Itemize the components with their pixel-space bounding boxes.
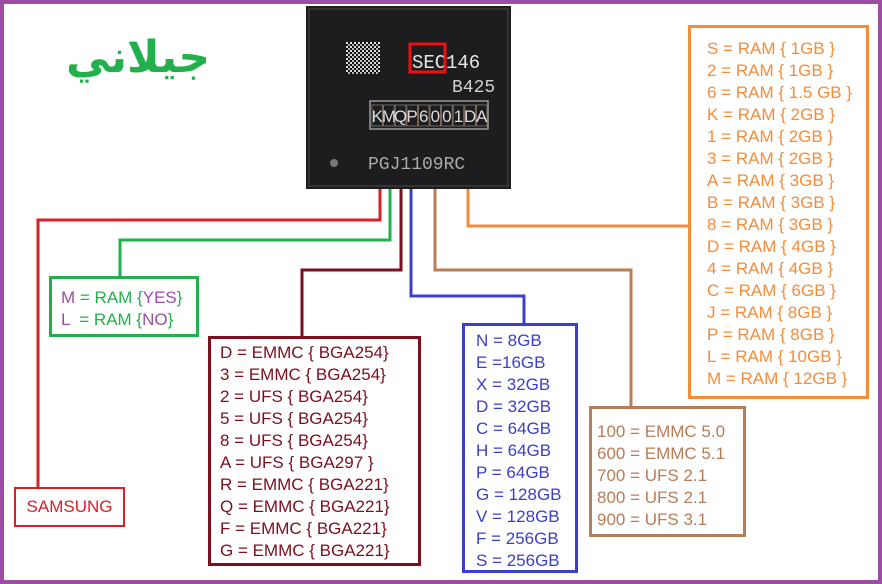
capacity-row: N = 8GB (476, 331, 542, 350)
interface-row: Q = EMMC { BGA221} (220, 497, 390, 516)
part-number-char: 0 (431, 107, 440, 126)
standard-row: 900 = UFS 3.1 (597, 510, 708, 529)
pin1-dot (330, 159, 338, 167)
capacity-row: C = 64GB (476, 419, 552, 438)
ram-size-row: 6 = RAM { 1.5 GB } (707, 83, 853, 102)
standard-row: 800 = UFS 2.1 (597, 488, 708, 507)
logo-text: جيلاني (66, 32, 211, 83)
standard-box: 100 = EMMC 5.0 600 = EMMC 5.1 700 = UFS 2.… (589, 406, 746, 537)
ram-flag-row: M = RAM {YES} (61, 287, 196, 309)
capacity-box: N = 8GB E =16GB X = 32GB D = 32GB C = 64GB H … (462, 323, 578, 573)
ram-size-row: 2 = RAM { 1GB } (707, 61, 834, 80)
ram-size-row: B = RAM { 3GB } (707, 193, 836, 212)
samsung-label: SAMSUNG (26, 497, 113, 516)
ram-flag-eq: = RAM { (69, 310, 143, 329)
ram-size-row: P = RAM { 8GB } (707, 325, 835, 344)
samsung-box: SAMSUNG (14, 487, 125, 527)
part-number-char: 0 (442, 107, 451, 126)
ram-flag-code: L (61, 310, 70, 329)
part-number-cell (429, 104, 442, 127)
ram-flag-close: } (176, 288, 183, 307)
capacity-row: V = 128GB (476, 507, 560, 526)
capacity-row: G = 128GB (476, 485, 562, 504)
part-number-cell (418, 104, 430, 127)
capacity-row: S = 256GB (476, 551, 560, 570)
part-number-char: K (372, 107, 384, 126)
ram-size-row: J = RAM { 8GB } (707, 303, 833, 322)
ram-flag-eq: = RAM { (75, 288, 143, 307)
standard-row: 600 = EMMC 5.1 (597, 444, 726, 463)
ram-flag-close: } (167, 310, 174, 329)
part-number-char: M (382, 107, 396, 126)
interface-row: 3 = EMMC { BGA254} (220, 365, 386, 384)
capacity-row: X = 32GB (476, 375, 551, 394)
part-number-cell (475, 104, 488, 127)
chip-bottom-marking: PGJ1109RC (368, 155, 465, 175)
ram-flag-box: M = RAM {YES}L = RAM {NO} (49, 276, 199, 337)
ram-size-row: L = RAM { 10GB } (707, 347, 842, 366)
part-number-char: P (406, 107, 417, 126)
part-number-char: D (464, 107, 476, 126)
capacity-connector (409, 128, 526, 325)
ram-flag-value: YES (142, 288, 177, 307)
part-number-cell (394, 104, 407, 127)
interface-row: G = EMMC { BGA221} (220, 541, 390, 560)
part-number-cell (464, 104, 476, 127)
part-number-cell (452, 104, 465, 127)
interface-row: 2 = UFS { BGA254} (220, 387, 368, 406)
ram-size-box: S = RAM { 1GB } 2 = RAM { 1GB } 6 = RAM { … (688, 25, 869, 399)
ram-size-row: M = RAM { 12GB } (707, 369, 848, 388)
ram-flag-row: L = RAM {NO} (61, 309, 196, 331)
ram-size-row: D = RAM { 4GB } (707, 237, 836, 256)
part-number-char: Q (394, 107, 407, 126)
part-number-box (369, 100, 489, 130)
ram-size-row: 1 = RAM { 2GB } (707, 127, 834, 146)
chip-body (306, 6, 511, 189)
interface-box: D = EMMC { BGA254} 3 = EMMC { BGA254} 2 = … (208, 336, 421, 566)
part-number-cell (406, 104, 418, 127)
ram-size-row: C = RAM { 6GB } (707, 281, 836, 300)
capacity-row: E =16GB (476, 353, 546, 372)
part-number-char: 1 (454, 107, 463, 126)
part-number-cell (383, 104, 395, 127)
part-number-char: A (476, 107, 488, 126)
part-number-cell (371, 104, 384, 127)
ram-flag-value: NO (142, 310, 168, 329)
interface-row: D = EMMC { BGA254} (220, 343, 389, 362)
interface-row: 5 = UFS { BGA254} (220, 409, 368, 428)
ram-size-row: A = RAM { 3GB } (707, 171, 835, 190)
capacity-row: D = 32GB (476, 397, 552, 416)
ram-size-row: 8 = RAM { 3GB } (707, 215, 834, 234)
ram-size-row: S = RAM { 1GB } (707, 39, 836, 58)
sec-highlight (408, 42, 447, 74)
qr-code-icon (346, 42, 380, 74)
standard-row: 700 = UFS 2.1 (597, 466, 708, 485)
interface-row: 8 = UFS { BGA254} (220, 431, 368, 450)
ram-size-row: 3 = RAM { 2GB } (707, 149, 834, 168)
interface-row: F = EMMC { BGA221} (220, 519, 387, 538)
part-number-char: 6 (419, 107, 428, 126)
chip-sec-code: SEC (412, 52, 446, 74)
capacity-row: P = 64GB (476, 463, 550, 482)
ram-size-row: K = RAM { 2GB } (707, 105, 836, 124)
capacity-row: F = 256GB (476, 529, 559, 548)
ram-flag-code: M (61, 288, 76, 307)
interface-row: A = UFS { BGA297 } (220, 453, 374, 472)
standard-connector (433, 128, 633, 407)
capacity-row: H = 64GB (476, 441, 552, 460)
part-number-cell (441, 104, 453, 127)
chip-lot-code: B425 (452, 78, 495, 98)
interface-connector (300, 128, 403, 336)
interface-row: R = EMMC { BGA221} (220, 475, 389, 494)
chip-date-code: 146 (446, 52, 480, 74)
standard-row: 100 = EMMC 5.0 (597, 422, 726, 441)
ram-size-row: 4 = RAM { 4GB } (707, 259, 834, 278)
